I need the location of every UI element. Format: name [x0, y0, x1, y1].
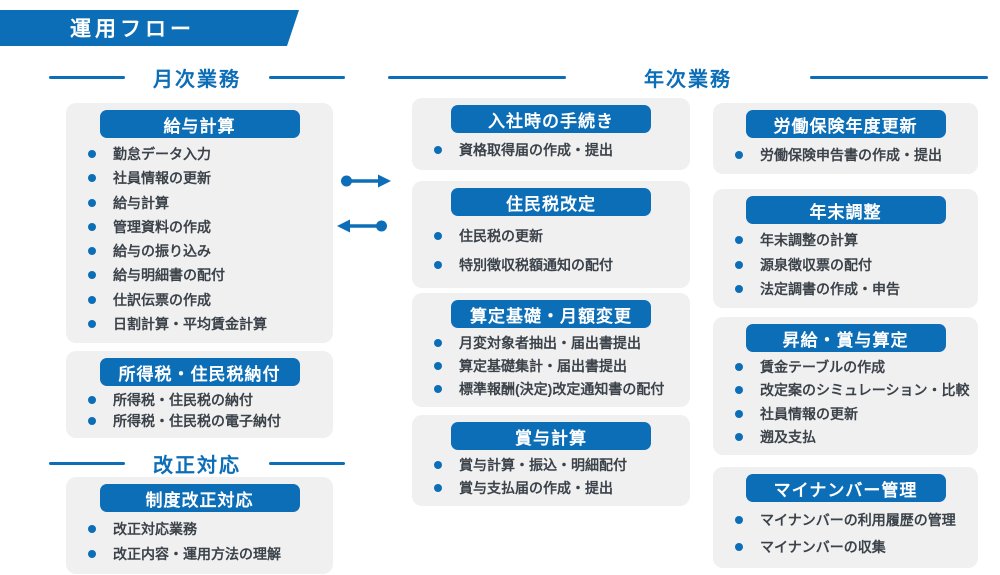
card-income-resident-tax-payment: 所得税・住民税納付 所得税・住民税の納付 所得税・住民税の電子納付	[66, 351, 333, 438]
card-standard-remuneration-revision: 算定基礎・月額変更 月変対象者抽出・届出書提出 算定基礎集計・届出書提出 標準報…	[412, 293, 690, 407]
list-item: 賞与計算・振込・明細配付	[434, 455, 680, 475]
bullet-icon	[88, 247, 96, 256]
card-title: 住民税改定	[451, 188, 651, 216]
card-raise-bonus-assessment: 昇給・賞与算定 賃金テーブルの作成 改定案のシミュレーション・比較 社員情報の更…	[713, 317, 978, 455]
card-title: 昇給・賞与算定	[745, 324, 946, 352]
list-item: 賃金テーブルの作成	[735, 357, 968, 377]
list-item: 算定基礎集計・届出書提出	[434, 356, 680, 376]
bullet-icon	[88, 319, 96, 328]
list-item: 改正内容・運用方法の理解	[88, 544, 323, 564]
divider-line	[49, 461, 125, 465]
list-item: 賞与支払届の作成・提出	[434, 478, 680, 498]
list-item: 住民税の更新	[434, 226, 680, 246]
card-onboarding-procedures: 入社時の手続き 資格取得届の作成・提出	[412, 98, 690, 170]
card-mynumber-management: マイナンバー管理 マイナンバーの利用履歴の管理 マイナンバーの収集	[713, 467, 978, 568]
bullet-icon	[88, 222, 96, 231]
bullet-icon	[735, 409, 743, 418]
banner-title: 運用フロー	[70, 18, 195, 41]
card-year-end-adjustment: 年末調整 年末調整の計算 源泉徴収票の配付 法定調書の作成・申告	[713, 189, 978, 308]
list-item: 源泉徴収票の配付	[735, 255, 968, 275]
list-item: 給与の振り込み	[88, 241, 323, 261]
bullet-icon	[88, 198, 96, 207]
bullet-icon	[735, 516, 743, 525]
list-item: 改定案のシミュレーション・比較	[735, 380, 969, 400]
arrow-left-icon	[337, 219, 387, 233]
list-item: 所得税・住民税の納付	[88, 390, 323, 410]
card-title: 算定基礎・月額変更	[451, 300, 651, 328]
bullet-icon	[88, 525, 96, 533]
list-item: 特別徴収税額通知の配付	[434, 255, 680, 275]
divider-line	[388, 75, 566, 79]
card-title: 年末調整	[745, 196, 946, 224]
bullet-icon	[735, 363, 743, 372]
card-title: マイナンバー管理	[745, 474, 946, 502]
list-item: 法定調書の作成・申告	[735, 279, 968, 299]
list-item: 社員情報の更新	[88, 168, 323, 188]
bullet-icon	[88, 395, 96, 404]
bullet-icon	[434, 362, 442, 370]
list-item: 仕訳伝票の作成	[88, 290, 323, 310]
card-title: 所得税・住民税納付	[99, 358, 300, 386]
bullet-icon	[735, 260, 743, 269]
bullet-icon	[434, 146, 442, 154]
list-item: 所得税・住民税の電子納付	[88, 411, 323, 431]
bullet-icon	[735, 386, 743, 395]
list-item: 勤怠データ入力	[88, 144, 323, 164]
section-header-monthly: 月次業務	[49, 63, 345, 91]
bullet-icon	[434, 484, 442, 492]
section-title: 年次業務	[644, 68, 732, 91]
bullet-icon	[735, 284, 743, 293]
section-title: 改正対応	[153, 454, 241, 477]
list-item: 労働保険申告書の作成・提出	[735, 145, 968, 165]
bullet-icon	[434, 232, 442, 241]
section-header-annual: 年次業務	[388, 63, 988, 91]
divider-line	[49, 75, 125, 79]
bullet-icon	[88, 417, 96, 426]
list-item: 遡及支払	[735, 427, 968, 447]
card-system-revision: 制度改正対応 改正対応業務 改正内容・運用方法の理解	[66, 477, 333, 574]
list-item: 標準報酬(決定)改定通知書の配付	[434, 379, 680, 399]
bullet-icon	[88, 150, 96, 159]
card-title: 入社時の手続き	[451, 105, 651, 133]
list-item: 給与計算	[88, 193, 323, 213]
divider-line	[810, 75, 988, 79]
list-item: 社員情報の更新	[735, 404, 968, 424]
bullet-icon	[735, 432, 743, 441]
list-item: 年末調整の計算	[735, 230, 968, 250]
bullet-icon	[735, 236, 743, 245]
list-item: 給与明細書の配付	[88, 265, 323, 285]
list-item: 月変対象者抽出・届出書提出	[434, 333, 680, 353]
card-bonus-calculation: 賞与計算 賞与計算・振込・明細配付 賞与支払届の作成・提出	[412, 415, 690, 506]
bullet-icon	[88, 271, 96, 280]
banner: 運用フロー	[0, 10, 299, 46]
card-resident-tax-revision: 住民税改定 住民税の更新 特別徴収税額通知の配付	[412, 181, 690, 288]
bullet-icon	[88, 550, 96, 558]
section-title: 月次業務	[153, 68, 241, 91]
bullet-icon	[434, 339, 442, 347]
bullet-icon	[88, 295, 96, 304]
card-title: 給与計算	[99, 110, 300, 138]
list-item: マイナンバーの収集	[735, 537, 968, 557]
card-title: 労働保険年度更新	[745, 110, 946, 138]
card-salary-calculation: 給与計算 勤怠データ入力 社員情報の更新 給与計算 管理資料の作成 給与の振り込…	[66, 103, 333, 343]
list-item: 日割計算・平均賃金計算	[88, 314, 323, 334]
bullet-icon	[88, 174, 96, 183]
list-item: 資格取得届の作成・提出	[434, 140, 680, 160]
bullet-icon	[735, 542, 743, 551]
bullet-icon	[434, 260, 442, 269]
divider-line	[269, 75, 345, 79]
list-item: マイナンバーの利用履歴の管理	[735, 510, 968, 530]
card-title: 制度改正対応	[99, 484, 300, 512]
list-item: 改正対応業務	[88, 519, 323, 539]
arrow-right-icon	[341, 174, 391, 188]
card-title: 賞与計算	[451, 422, 651, 450]
bullet-icon	[735, 150, 743, 159]
bullet-icon	[434, 385, 442, 393]
section-header-revision: 改正対応	[49, 449, 345, 477]
divider-line	[269, 461, 345, 465]
list-item: 管理資料の作成	[88, 217, 323, 237]
bullet-icon	[434, 461, 442, 469]
card-labor-insurance-renewal: 労働保険年度更新 労働保険申告書の作成・提出	[713, 103, 978, 174]
